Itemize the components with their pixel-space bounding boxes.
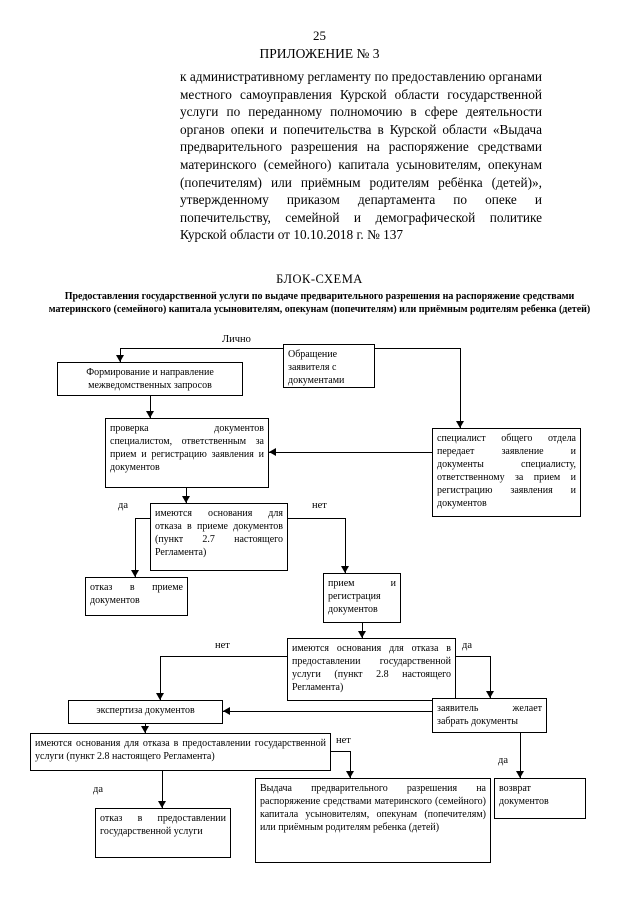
arrowhead [516,771,524,778]
arrowhead [341,566,349,573]
appendix-paragraph: к административному регламенту по предос… [180,69,542,243]
connector-line [160,656,161,700]
box-documents-return: возврат документов [494,778,586,819]
connector-line [456,656,490,657]
arrowhead [182,496,190,503]
arrowhead [116,355,124,362]
connector-line [375,348,460,349]
decision-refusal-grounds-service-2: имеются основания для отказа в предостав… [30,733,331,771]
label-da: да [462,640,473,651]
connector-line [460,348,461,428]
box-applicant-application: Обращение заявителя с документами [283,344,375,388]
connector-line [345,518,346,573]
arrowhead [269,448,276,456]
arrowhead [141,726,149,733]
connector-line [490,656,491,698]
connector-line [331,751,350,752]
page-number: 25 [313,28,326,43]
box-document-check: проверка документов специалистом, ответс… [105,418,269,488]
connector-line [135,518,136,577]
connector-line [135,518,150,519]
box-applicant-wants-documents-back: заявитель желает забрать документы [432,698,547,733]
connector-line [288,518,345,519]
arrowhead [131,570,139,577]
connector-line [520,733,521,778]
connector-line [269,452,432,453]
label-net: нет [312,500,327,511]
arrowhead [146,411,154,418]
arrowhead [456,421,464,428]
box-service-refusal: отказ в предоставлении государственной у… [95,808,231,858]
box-general-dept-specialist: специалист общего отдела передает заявле… [432,428,581,517]
label-da: да [118,500,129,511]
connector-line [223,711,432,712]
arrowhead [158,801,166,808]
appendix-title: ПРИЛОЖЕНИЕ № 3 [259,46,380,61]
decision-refusal-grounds-service: имеются основания для отказа в предостав… [287,638,456,701]
connector-line [162,771,163,808]
label-da: да [93,784,104,795]
label-net: нет [336,735,351,746]
connector-line [362,623,363,638]
arrowhead [486,691,494,698]
box-document-expertise: экспертиза документов [68,700,223,724]
arrowhead [346,771,354,778]
box-acceptance-registration: прием и регистрация документов [323,573,401,623]
connector-line [120,348,283,349]
arrowhead [156,693,164,700]
connector-line [186,488,187,503]
decision-refusal-grounds-acceptance: имеются основания для отказа в приеме до… [150,503,288,571]
arrowhead [223,707,230,715]
label-lichno: Лично [222,334,251,345]
label-net: нет [215,640,230,651]
scheme-title: БЛОК-СХЕМА [276,272,363,286]
arrowhead [358,631,366,638]
connector-line [160,656,287,657]
connector-line [350,751,351,778]
label-da: да [498,755,509,766]
box-refusal-of-acceptance: отказ в приеме документов [85,577,188,616]
scheme-subtitle: Предоставления государственной услуги по… [48,291,591,315]
box-interagency-requests: Формирование и направление межведомствен… [57,362,243,396]
connector-line [150,396,151,418]
box-issue-permission: Выдача предварительного разрешения на ра… [255,778,491,863]
